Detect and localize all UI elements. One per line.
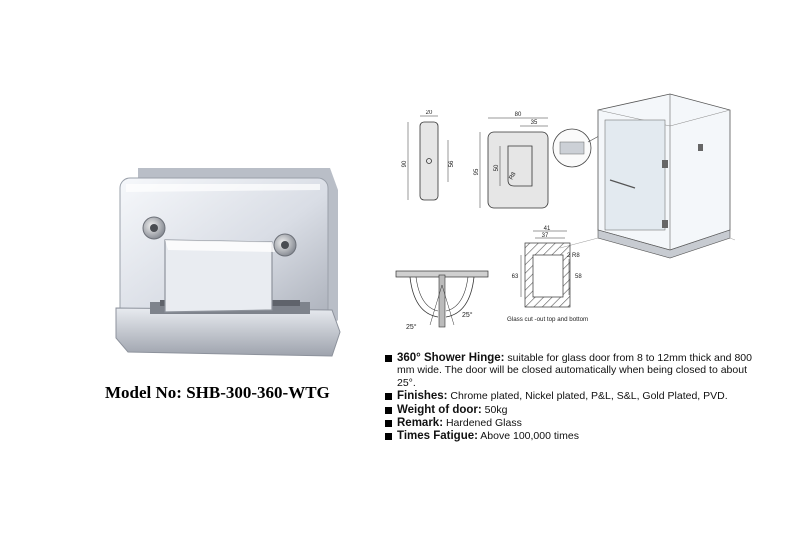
angle-right: 25°	[462, 311, 473, 319]
spec-text: 50kg	[481, 403, 508, 416]
dim-cutout-outer: 41	[544, 226, 551, 232]
dim-front-width: 80	[515, 112, 522, 118]
spec-label: Finishes:	[397, 390, 448, 403]
spec-item-remark: Remark: Hardened Glass	[385, 417, 760, 429]
model-number-label: Model No: SHB-300-360-WTG	[105, 383, 330, 402]
spec-list: 360° Shower Hinge: suitable for glass do…	[385, 352, 760, 444]
spec-item-weight: Weight of door: 50kg	[385, 404, 760, 416]
screw-left	[142, 216, 166, 240]
spec-item-hinge: 360° Shower Hinge: suitable for glass do…	[385, 352, 760, 389]
spec-text: suitable for glass door from 8 to 12mm t…	[397, 352, 752, 389]
shower-enclosure-drawing	[552, 93, 735, 259]
spec-item-fatigue: Times Fatigue: Above 100,000 times	[385, 430, 760, 442]
dim-side-inner: 56	[449, 160, 455, 167]
spec-label: Times Fatigue:	[397, 430, 478, 443]
angle-left: 25°	[406, 323, 417, 331]
glass-cutout-drawing: 41 37 2 R8 63 58 Glass cut -out top and …	[507, 226, 588, 323]
dim-front-radius: R8	[509, 171, 518, 181]
screw-right	[273, 233, 297, 257]
spec-label: 360° Shower Hinge:	[397, 352, 505, 364]
bullet-square-icon	[385, 406, 392, 414]
hinge-product-photo	[115, 168, 341, 357]
bullet-square-icon	[385, 420, 392, 428]
dim-side-height: 90	[402, 160, 408, 167]
cutout-caption: Glass cut -out top and bottom	[507, 316, 588, 323]
bullet-square-icon	[385, 393, 392, 401]
spec-text: Above 100,000 times	[477, 430, 579, 443]
dim-front-height: 95	[474, 168, 480, 175]
bullet-square-icon	[385, 433, 392, 441]
dim-cutout-inner-height: 58	[575, 274, 582, 280]
dim-front-offset: 35	[531, 120, 538, 126]
dim-cutout-radius: 2 R8	[567, 253, 580, 259]
dim-cutout-inner: 37	[542, 233, 549, 239]
spec-item-finishes: Finishes: Chrome plated, Nickel plated, …	[385, 390, 760, 402]
dim-cutout-height: 63	[512, 274, 519, 280]
dim-front-inner: 50	[494, 164, 500, 171]
rotation-angle-drawing: 25° 25°	[395, 270, 489, 331]
front-view-drawing: 80 35 95 50 R8	[474, 112, 549, 209]
spec-label: Weight of door:	[397, 403, 482, 416]
side-view-drawing: 20 90 56	[402, 110, 455, 201]
spec-label: Remark:	[397, 417, 444, 430]
bullet-square-icon	[385, 355, 392, 362]
spec-text: Hardened Glass	[443, 417, 522, 430]
spec-text: Chrome plated, Nickel plated, P&L, S&L, …	[447, 390, 728, 403]
dim-side-width: 20	[426, 110, 433, 116]
